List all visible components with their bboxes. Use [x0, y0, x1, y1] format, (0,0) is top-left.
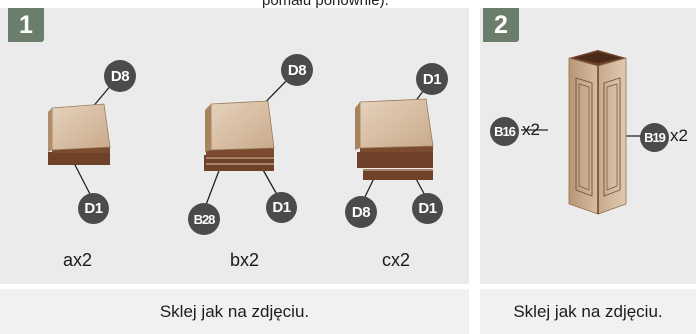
quantity-b: bx2 [230, 250, 260, 270]
column-piece [568, 50, 627, 215]
quantity-c: cx2 [382, 250, 411, 270]
part-label-b-bottom-right: D1 [266, 192, 297, 223]
part-label-b19: B19 [640, 123, 669, 152]
quantity-a: ax2 [63, 250, 93, 270]
header-text: pomału ponownie). [262, 0, 389, 9]
part-label-c-bottom-right: D1 [412, 193, 443, 224]
part-label-c-bottom-left: D8 [345, 196, 377, 228]
part-label-b-top: D8 [281, 54, 313, 86]
piece-b [204, 100, 275, 171]
step-number-2: 2 [483, 8, 519, 42]
piece-c [355, 98, 434, 180]
part-count-b16: x2 [522, 120, 540, 139]
part-label-b-bottom-left: B28 [188, 203, 220, 235]
step-2-caption: Sklej jak na zdjęciu. [480, 289, 696, 334]
step-1-caption: Sklej jak na zdjęciu. [0, 289, 469, 334]
part-label-a-bottom: D1 [78, 193, 109, 224]
piece-a [48, 103, 111, 165]
step-number-1: 1 [8, 8, 44, 42]
part-label-b16: B16 [490, 117, 519, 146]
part-count-b19: x2 [670, 126, 688, 145]
part-label-c-top: D1 [416, 63, 448, 95]
part-label-a-top: D8 [104, 60, 136, 92]
